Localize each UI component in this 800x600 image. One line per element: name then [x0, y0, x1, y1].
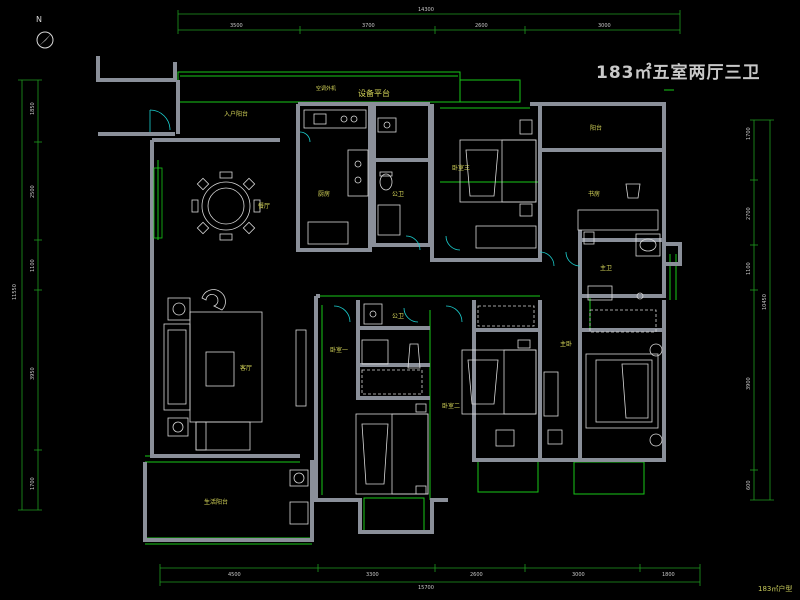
- living-room-set-icon: [163, 289, 307, 451]
- kitchen-counter-icon: [303, 109, 369, 245]
- label-air-unit: 空调外机: [316, 85, 336, 92]
- bedroom-2-bed-icon: [461, 305, 537, 447]
- dim-top-2: 3700: [362, 23, 375, 29]
- dim-right-2: 2700: [746, 207, 752, 220]
- study-desk-icon: [577, 183, 659, 231]
- dim-right-overall: 10450: [762, 294, 768, 310]
- dim-bottom-3: 2600: [470, 572, 483, 578]
- label-equipment-platform: 设备平台: [358, 88, 390, 98]
- label-kitchen: 厨房: [318, 190, 330, 198]
- dim-left-5: 1700: [30, 477, 36, 490]
- dim-left-1: 1850: [30, 102, 36, 115]
- label-balcony: 阳台: [590, 124, 602, 132]
- dining-cabinet: [153, 167, 163, 239]
- dimension-lines: [18, 10, 774, 586]
- dining-table-icon: [191, 171, 261, 241]
- dim-bottom-overall: 15700: [418, 585, 434, 591]
- window-lines: [145, 71, 677, 545]
- dim-left-2: 2500: [30, 185, 36, 198]
- dim-top-overall: 14300: [418, 7, 434, 13]
- label-living-balcony: 生活阳台: [204, 498, 228, 506]
- plan-caption: 183㎡户型: [758, 585, 793, 593]
- dim-bottom-5: 1800: [662, 572, 675, 578]
- walls: [96, 56, 682, 542]
- plan-title: 183㎡五室两厅三卫: [596, 63, 761, 83]
- dim-top-3: 2600: [475, 23, 488, 29]
- label-bedroom-1: 卧室一: [330, 346, 348, 354]
- label-toilet-2: 公卫: [392, 313, 404, 320]
- label-dining: 餐厅: [258, 202, 270, 210]
- furniture: [153, 109, 663, 525]
- north-label: N: [36, 15, 42, 24]
- dim-top-1: 3500: [230, 23, 243, 29]
- washer-icon: [289, 469, 309, 525]
- label-master-toilet: 主卫: [600, 264, 612, 272]
- dimension-text: 14300 3500 3700 2600 3000 15700 4500 330…: [12, 7, 768, 591]
- door-swings: [149, 109, 581, 323]
- master-bed-icon: [543, 309, 663, 447]
- dim-right-3: 1100: [746, 262, 752, 275]
- dim-right-4: 3900: [746, 377, 752, 390]
- toilet-2-fixtures-icon: [361, 303, 423, 395]
- dim-right-5: 600: [746, 480, 752, 490]
- dim-bottom-2: 3300: [366, 572, 379, 578]
- dim-left-4: 3950: [30, 367, 36, 380]
- bedroom-1-bed-icon: [355, 403, 429, 495]
- label-bedroom-2: 卧室二: [442, 402, 460, 410]
- dim-bottom-4: 3000: [572, 572, 585, 578]
- master-toilet-fixtures-icon: [583, 231, 661, 301]
- label-entrance-balcony: 入户阳台: [224, 110, 248, 118]
- label-master-bedroom: 主卧: [560, 340, 572, 348]
- dim-bottom-1: 4500: [228, 572, 241, 578]
- bedroom-3-bed-icon: [459, 119, 537, 249]
- room-labels: 入户阳台 设备平台 空调外机 餐厅 厨房 公卫 卧室三 阳台 书房 客厅 卧室一…: [204, 85, 612, 506]
- dim-right-1: 1700: [746, 127, 752, 140]
- north-arrow-icon: N: [36, 15, 54, 49]
- label-study: 书房: [588, 190, 600, 198]
- label-living: 客厅: [240, 364, 252, 372]
- dim-left-3: 1100: [30, 259, 36, 272]
- label-toilet-1: 公卫: [392, 191, 404, 198]
- dim-left-overall: 11550: [12, 284, 18, 300]
- dim-top-4: 3000: [598, 23, 611, 29]
- label-bedroom-3: 卧室三: [452, 164, 470, 172]
- toilet-1-fixtures-icon: [377, 117, 401, 236]
